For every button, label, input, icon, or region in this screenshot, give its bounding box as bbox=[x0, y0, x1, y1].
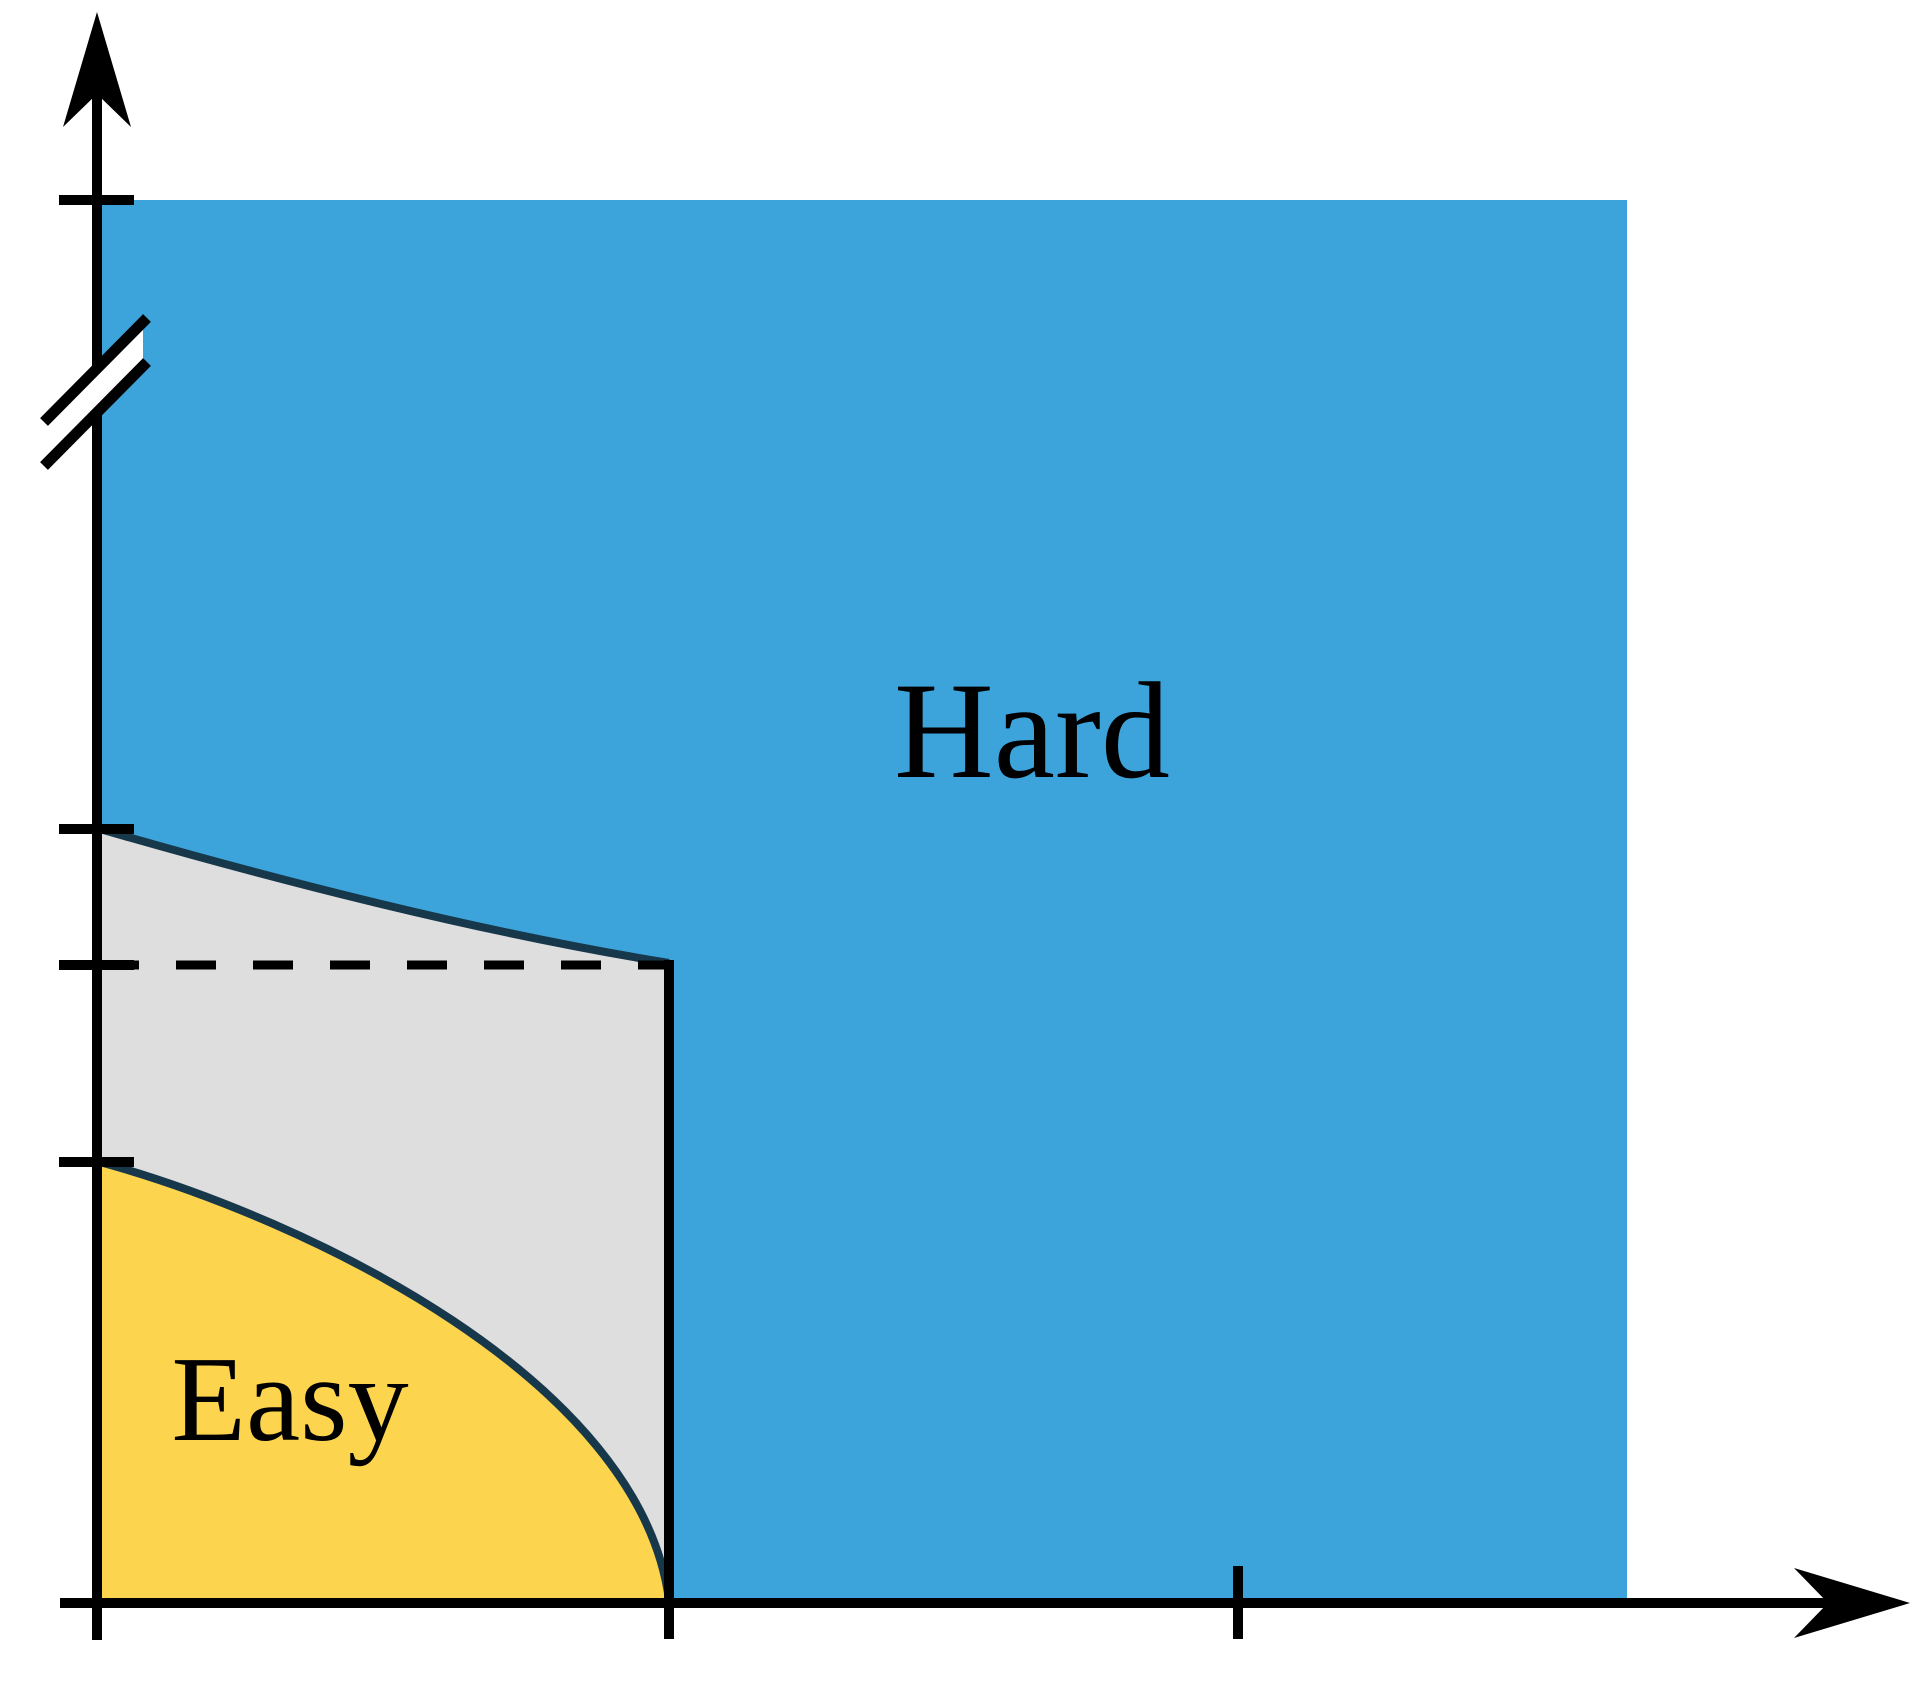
easy-region bbox=[100, 1162, 669, 1600]
y-axis-break-slash-icon bbox=[40, 358, 151, 470]
y-axis-break-band bbox=[48, 322, 143, 462]
y-axis-arrowhead-icon bbox=[63, 12, 131, 127]
middle-region-boundary-curve bbox=[98, 825, 670, 967]
hard-region-label: Hard bbox=[894, 654, 1170, 807]
x-axis-arrowhead-icon bbox=[1794, 1568, 1910, 1638]
easy-region-label: Easy bbox=[171, 1332, 408, 1467]
easy-region-boundary-curve bbox=[98, 1158, 673, 1601]
y-axis-break-slash-icon bbox=[40, 314, 151, 426]
